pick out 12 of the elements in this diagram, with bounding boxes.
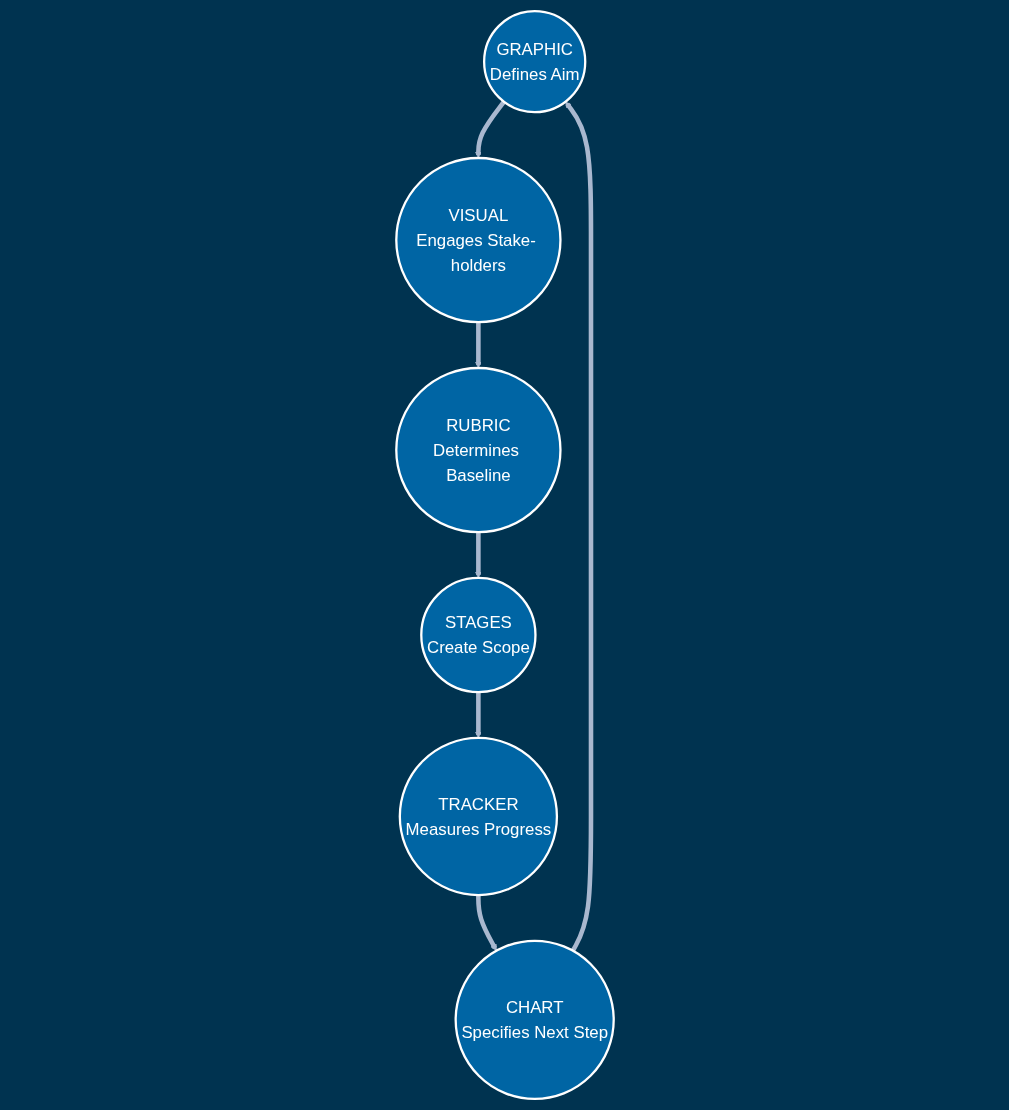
arrow (474, 692, 482, 739)
node-circle: RUBRIC Determines Baseline (394, 366, 562, 534)
arrow (474, 100, 506, 159)
arrow (474, 532, 482, 579)
node-circle: VISUAL Engages Stake- holders (394, 156, 562, 324)
arrow (564, 101, 593, 952)
node-circle: TRACKER Measures Progress (398, 736, 558, 897)
arrow (474, 322, 482, 369)
node-circle: GRAPHIC Defines Aim (482, 9, 586, 114)
node-circle: CHART Specifies Next Step (454, 939, 615, 1101)
arrow (475, 895, 497, 951)
node-circle: STAGES Create Scope (419, 576, 537, 694)
